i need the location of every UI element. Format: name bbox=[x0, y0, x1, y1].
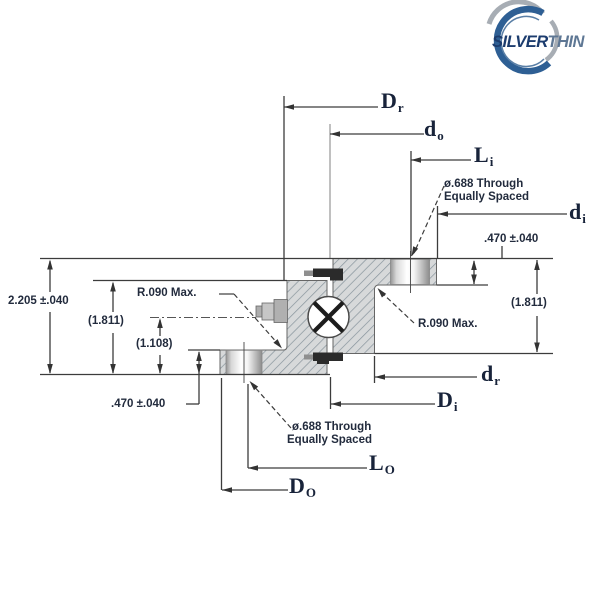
dim-overall-height: 2.205 ±.040 bbox=[8, 295, 69, 307]
radius-note-left: R.090 Max. bbox=[137, 287, 197, 299]
dim-1811-right: (1.811) bbox=[511, 297, 547, 309]
dim-470-right: .470 ±.040 bbox=[484, 233, 539, 245]
label-do-top: do bbox=[424, 116, 444, 143]
brand-thin: THIN bbox=[547, 33, 584, 51]
hole-note-bottom-line2: Equally Spaced bbox=[287, 434, 373, 446]
silverthin-logo-icon bbox=[486, 0, 560, 75]
hole-note-top-line2: Equally Spaced bbox=[444, 191, 530, 203]
dim-470-left: .470 ±.040 bbox=[111, 398, 166, 410]
dim-1811-left: (1.811) bbox=[88, 315, 124, 327]
arrowheads bbox=[47, 104, 540, 493]
dim-1108: (1.108) bbox=[136, 338, 173, 350]
label-Do: DO bbox=[289, 473, 317, 500]
ball-icon bbox=[307, 295, 350, 339]
label-Di-bottom: Di bbox=[437, 387, 458, 414]
hole-note-top-line1: ø.688 Through bbox=[444, 178, 524, 190]
label-dr-bottom: dr bbox=[481, 361, 501, 388]
label-Lo: LO bbox=[369, 450, 395, 477]
seal-top bbox=[304, 268, 343, 281]
hole-note-bottom-line1: ø.688 Through bbox=[292, 421, 372, 433]
mounting-hole-top bbox=[390, 258, 430, 285]
leader-lines bbox=[219, 185, 445, 429]
label-Dr-top: Dr bbox=[381, 88, 404, 115]
grease-fitting bbox=[255, 299, 288, 323]
radius-note-right: R.090 Max. bbox=[418, 318, 478, 330]
silverthin-wordmark: SILVERTHIN bbox=[492, 33, 584, 52]
label-Li: Li bbox=[474, 142, 494, 169]
label-di-right: di bbox=[569, 199, 586, 226]
seal-bottom bbox=[304, 352, 343, 364]
brand-silver: SILVER bbox=[492, 33, 548, 51]
